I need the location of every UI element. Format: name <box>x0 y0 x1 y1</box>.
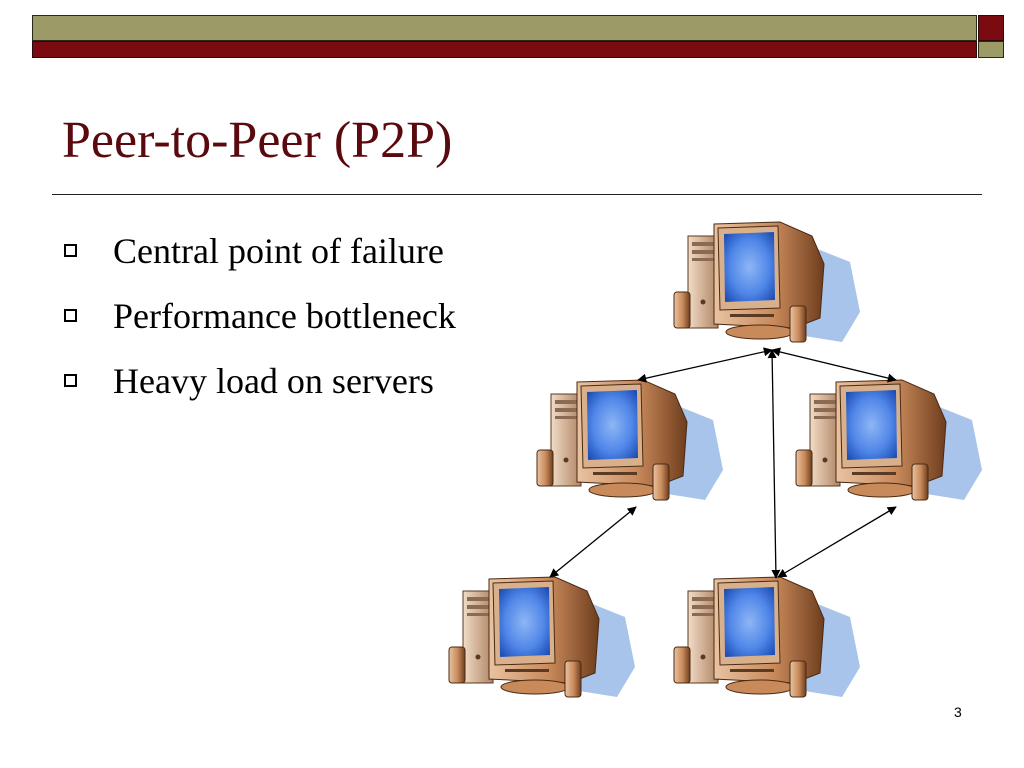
slide-number: 3 <box>954 704 962 720</box>
bullet-text: Performance bottleneck <box>113 295 456 336</box>
computer-middle-right <box>795 379 983 501</box>
header-square-red <box>978 15 1004 41</box>
header-decoration-bar <box>32 15 1024 59</box>
slide-title: Peer-to-Peer (P2P) <box>62 112 453 169</box>
bullet-text: Heavy load on servers <box>113 360 434 401</box>
square-bullet-icon <box>64 244 77 257</box>
link-middle-right-bottom-right <box>777 506 897 578</box>
link-top-middle-right <box>771 347 897 383</box>
bullet-item: Performance bottleneck <box>64 283 456 348</box>
square-bullet-icon <box>64 374 77 387</box>
computer-top <box>673 221 861 343</box>
bullet-item: Heavy load on servers <box>64 348 456 413</box>
p2p-network-diagram <box>448 221 983 698</box>
computer-bottom-left <box>448 576 636 698</box>
header-square-olive <box>978 41 1004 58</box>
bullet-text: Central point of failure <box>113 230 444 271</box>
bullet-list: Central point of failure Performance bot… <box>64 218 456 413</box>
link-top-middle-left <box>637 347 773 383</box>
header-bar-maroon <box>32 41 977 58</box>
computer-middle-left <box>536 379 724 501</box>
link-middle-left-bottom-left <box>549 506 637 578</box>
square-bullet-icon <box>64 309 77 322</box>
bullet-item: Central point of failure <box>64 218 456 283</box>
title-divider <box>52 194 982 195</box>
link-top-bottom-right <box>767 349 781 579</box>
header-bar-olive <box>32 15 977 41</box>
computer-bottom-right <box>673 576 861 698</box>
